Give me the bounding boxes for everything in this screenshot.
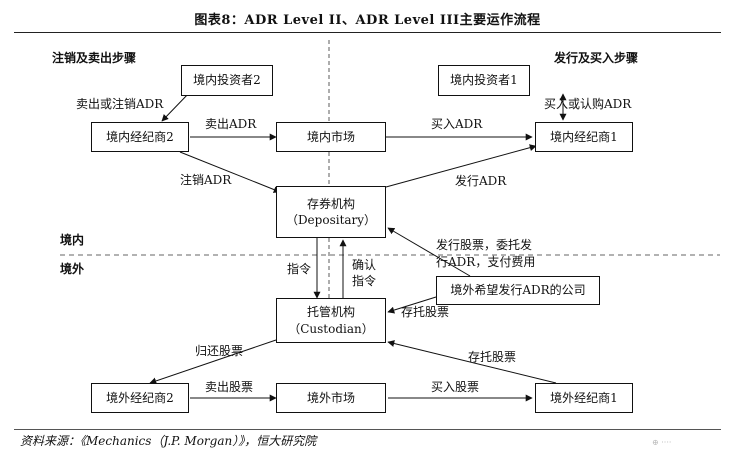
box-overseas-market: 境外市场: [276, 383, 386, 413]
section-label-cancel-sell: 注销及卖出步骤: [52, 51, 137, 65]
box-label: 境内经纪商2: [106, 129, 174, 144]
bottom-rule: [14, 429, 721, 430]
top-rule: [14, 32, 721, 33]
edge-label-sell-or-cancel: 卖出或注销ADR: [76, 97, 164, 111]
edge-label-return-shares: 归还股票: [195, 344, 244, 358]
box-domestic-broker-1: 境内经纪商1: [535, 122, 633, 152]
box-label: 境内投资者1: [450, 73, 518, 88]
box-domestic-investor-2: 境内投资者2: [181, 65, 273, 96]
box-label: 境内市场: [306, 129, 355, 144]
edge-label-issue-adr: 发行ADR: [455, 174, 507, 188]
arrow-custodian-to-broker2-return: [149, 339, 277, 385]
box-label: 境外市场: [306, 390, 355, 405]
zone-label-domestic: 境内: [60, 233, 85, 247]
figure-title: 图表8：ADR Level II、ADR Level III主要运作流程: [194, 13, 541, 28]
arrow-depositary-to-broker1: [385, 144, 537, 188]
box-domestic-investor-1: 境内投资者1: [438, 65, 530, 96]
box-depositary: 存券机构 （Depositary）: [276, 186, 386, 238]
watermark: ⊕ ····: [652, 438, 672, 447]
edge-label-buy-shares: 买入股票: [431, 380, 480, 394]
zone-label-overseas: 境外: [60, 262, 85, 276]
box-label-en: （Depositary）: [285, 213, 377, 227]
box-label: 境外经纪商2: [106, 390, 174, 405]
edge-label-buy-adr: 买入ADR: [431, 117, 483, 131]
box-domestic-market: 境内市场: [276, 122, 386, 152]
arrow-broker2-to-depositary: [179, 151, 281, 193]
box-domestic-broker-2: 境内经纪商2: [91, 122, 189, 152]
box-overseas-broker-1: 境外经纪商1: [535, 383, 633, 413]
box-label: 境外希望发行ADR的公司: [450, 283, 586, 298]
edge-label-sell-adr: 卖出ADR: [205, 117, 257, 131]
arrow-investor2-to-broker2: [161, 91, 191, 122]
box-label: 境内经纪商1: [550, 129, 618, 144]
box-label: 境内投资者2: [193, 73, 261, 88]
arrow-company-to-custodian: [387, 296, 437, 314]
box-overseas-broker-2: 境外经纪商2: [91, 383, 189, 413]
arrow-company-to-depositary: [387, 227, 471, 277]
edge-label-issue-shares-line1: 发行股票，委托发: [436, 238, 533, 252]
edge-label-confirm-line2: 指令: [352, 274, 377, 288]
box-overseas-company: 境外希望发行ADR的公司: [436, 276, 600, 305]
edge-label-deposit-shares-1: 存托股票: [401, 305, 450, 319]
edge-label-confirm-line1: 确认: [352, 258, 377, 272]
edge-label-cancel-adr: 注销ADR: [180, 173, 232, 187]
section-label-issue-buy: 发行及买入步骤: [554, 51, 639, 65]
edge-label-sell-shares: 卖出股票: [205, 380, 254, 394]
box-label: 境外经纪商1: [550, 390, 618, 405]
box-label: 托管机构: [306, 305, 355, 320]
edge-label-deposit-shares-2: 存托股票: [468, 350, 517, 364]
box-label: 存券机构: [306, 196, 355, 211]
edge-label-buy-or-subscribe: 买入或认购ADR: [544, 97, 632, 111]
box-custodian: 托管机构 （Custodian）: [276, 298, 386, 343]
arrow-broker1-to-custodian: [387, 340, 557, 384]
edge-label-instruction: 指令: [287, 262, 312, 276]
source-note: 资料来源：《Mechanics（J.P. Morgan）》，恒大研究院: [20, 434, 317, 448]
edge-label-issue-shares-line2: 行ADR，支付费用: [436, 255, 536, 269]
box-label-en: （Custodian）: [288, 321, 374, 336]
